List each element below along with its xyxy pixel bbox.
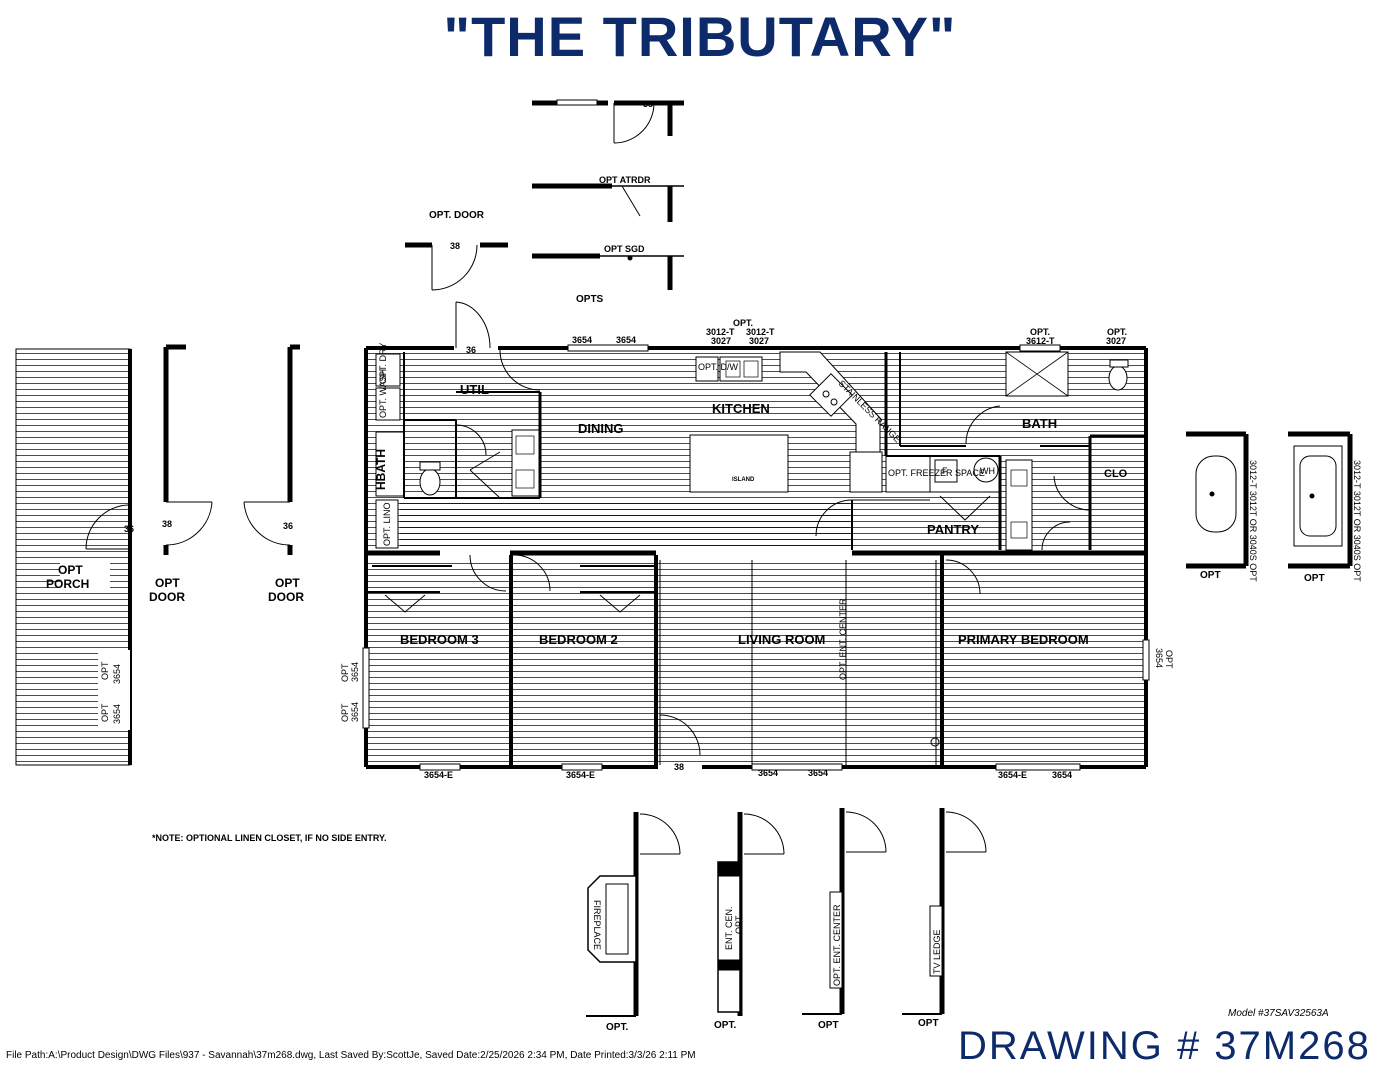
right-window-3654: 3654 xyxy=(1154,648,1164,668)
opt-ent-center-wall-label: OPT. ENT. CENTER xyxy=(838,598,848,680)
tub-option-2-opt: OPT xyxy=(1304,573,1325,584)
tub-option-2-text: 3012-T 3012T OR 3040S OPT xyxy=(1352,460,1362,582)
room-hbath: HBATH xyxy=(374,449,388,490)
right-window-opt: OPT xyxy=(1164,650,1174,669)
window-3027-1: 3027 xyxy=(711,336,731,346)
window-3654-top-1: 3654 xyxy=(572,335,592,345)
window-bath-opt: OPT. xyxy=(1030,327,1050,337)
ent-cen-opt-label: OPT. xyxy=(734,914,744,934)
tv-ledge-option xyxy=(902,808,987,1015)
window-3654e-1: 3654-E xyxy=(424,770,453,780)
porch-door-36: 36 xyxy=(124,524,134,534)
opt-sgd-label: OPT SGD xyxy=(604,244,645,254)
room-bath: BATH xyxy=(1022,416,1057,431)
room-living-room: LIVING ROOM xyxy=(738,632,825,647)
window-3654e-3: 3654-E xyxy=(998,770,1027,780)
option-door-top xyxy=(405,242,508,291)
opt-freezer-label: OPT. FREEZER SPACE xyxy=(888,468,985,478)
window-3654-living-1: 3654 xyxy=(758,768,778,778)
window-toilet-opt: OPT. xyxy=(1107,327,1127,337)
fridge-f-label: F xyxy=(942,466,948,476)
opt-door-2-label-a: OPT xyxy=(275,576,300,590)
opt-door-1-label-a: OPT xyxy=(155,576,180,590)
room-bedroom-3: BEDROOM 3 xyxy=(400,632,479,647)
room-kitchen: KITCHEN xyxy=(712,401,770,416)
porch-window-3654-2: 3654 xyxy=(112,704,122,724)
window-3654-top-2: 3654 xyxy=(616,335,636,345)
opt-atrdr-label: OPT ATRDR xyxy=(599,175,651,185)
ent-cen-option xyxy=(717,812,785,1016)
ent-cen-label: ENT. CEN. xyxy=(724,906,734,950)
door-38-living: 38 xyxy=(674,762,684,772)
window-3012t-2: 3012-T xyxy=(746,327,775,337)
side-window-opt-2: OPT xyxy=(340,703,350,722)
fireplace-option xyxy=(586,812,681,1017)
fireplace-opt-label: OPT. xyxy=(606,1022,628,1033)
room-clo: CLO xyxy=(1104,468,1128,480)
drawing-number: DRAWING # 37M268 xyxy=(958,1024,1371,1068)
opt-ent-center-bottom: OPT xyxy=(818,1020,839,1031)
opt-door-2-label-b: DOOR xyxy=(268,590,304,604)
kitchen-island: ISLAND xyxy=(732,477,755,483)
window-kitchen-opt: OPT. xyxy=(733,318,753,328)
opt-porch-label-1: OPT xyxy=(58,563,83,577)
opt-dw-label: OPT. D/W xyxy=(698,362,739,372)
tub-option-1-opt: OPT xyxy=(1200,570,1221,581)
room-pantry: PANTRY xyxy=(927,522,979,537)
porch-window-opt-2: OPT xyxy=(100,703,110,722)
tv-ledge-label: TV LEDGE xyxy=(932,929,942,974)
tub-option-1-text: 3012-T 3012T OR 3040S OPT xyxy=(1248,460,1258,582)
window-3027-3: 3027 xyxy=(1106,336,1126,346)
porch-window-3654-1: 3654 xyxy=(112,664,122,684)
side-opt-door-2 xyxy=(243,344,300,555)
porch-window-opt-1: OPT xyxy=(100,661,110,680)
model-number: Model #37SAV32563A xyxy=(1228,1008,1329,1019)
side-door-36: 36 xyxy=(283,521,293,531)
option-door-sgd xyxy=(532,253,684,290)
ent-cen-opt-bottom: OPT. xyxy=(714,1020,736,1031)
opt-dry-label: OPT. DRY xyxy=(378,343,388,384)
side-opt-door-1 xyxy=(163,344,213,555)
door-size-38-b: 38 xyxy=(450,241,460,251)
tv-ledge-bottom: OPT xyxy=(918,1018,939,1029)
side-door-38: 38 xyxy=(162,519,172,529)
opt-wash-label: OPT. WASH xyxy=(378,369,388,418)
opt-ent-center-option xyxy=(802,808,887,1015)
window-3654-primary: 3654 xyxy=(1052,770,1072,780)
water-heater-label: WH xyxy=(980,466,995,476)
opt-ent-center-label: OPT. ENT. CENTER xyxy=(832,904,842,986)
tub-option-1 xyxy=(1186,431,1249,569)
opt-lino-label: OPT. LINO xyxy=(382,502,392,546)
window-3654-living-2: 3654 xyxy=(808,768,828,778)
side-window-opt-1: OPT xyxy=(340,663,350,682)
opt-porch-label-2: PORCH xyxy=(46,577,89,591)
side-window-3654-1: 3654 xyxy=(350,662,360,682)
window-3012t-1: 3012-T xyxy=(706,327,735,337)
option-door-38 xyxy=(532,99,684,144)
fireplace-label: FIREPLACE xyxy=(592,900,602,950)
room-bedroom-2: BEDROOM 2 xyxy=(539,632,618,647)
room-primary-bedroom: PRIMARY BEDROOM xyxy=(958,632,1089,647)
opt-door-label: OPT. DOOR xyxy=(429,210,485,221)
room-dining: DINING xyxy=(578,421,624,436)
linen-closet-note: *NOTE: OPTIONAL LINEN CLOSET, IF NO SIDE… xyxy=(152,833,387,843)
window-3027-2: 3027 xyxy=(749,336,769,346)
file-path: File Path:A:\Product Design\DWG Files\93… xyxy=(6,1050,696,1061)
room-util: UTIL xyxy=(460,382,489,397)
house-walls xyxy=(362,301,1150,771)
tub-option-2 xyxy=(1288,431,1353,569)
house-floors xyxy=(368,350,1144,765)
window-3612t: 3612-T xyxy=(1026,336,1055,346)
opt-door-1-label-b: DOOR xyxy=(149,590,185,604)
door-36-front: 36 xyxy=(466,345,476,355)
door-size-38: 38 xyxy=(643,99,653,109)
option-door-atrdr xyxy=(532,183,684,222)
opt-porch xyxy=(15,348,132,766)
window-3654e-2: 3654-E xyxy=(566,770,595,780)
side-window-3654-2: 3654 xyxy=(350,702,360,722)
opts-label: OPTS xyxy=(576,294,604,305)
plan-title: "THE TRIBUTARY" xyxy=(443,5,957,68)
